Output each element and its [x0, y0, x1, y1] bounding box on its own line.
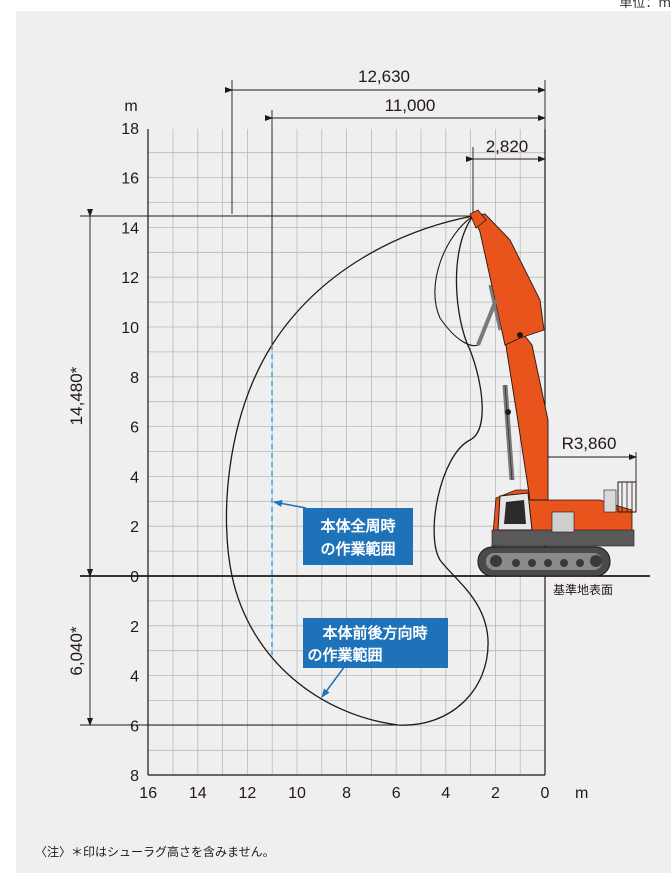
pivot-pin — [505, 409, 511, 415]
full-rotation-callout-arrow — [273, 500, 307, 509]
height-dimensions — [80, 209, 473, 726]
y-tick-label: 2 — [130, 519, 139, 536]
full-rotation-callout-box — [303, 508, 413, 565]
inner-arc — [434, 215, 479, 347]
y-tick-label: 18 — [121, 121, 139, 138]
x-tick-label: 10 — [288, 785, 306, 802]
diagram-panel — [16, 11, 671, 873]
y-tick-label: 2 — [130, 619, 139, 636]
excavator-illustration — [469, 209, 637, 577]
x-tick-label: 16 — [139, 785, 157, 802]
reach-dimensions — [225, 80, 546, 345]
y-tick-label: 4 — [130, 669, 139, 686]
front-rear-callout-box — [303, 618, 448, 668]
exhaust-stack — [603, 489, 617, 513]
unit-label: 単位：m — [619, 0, 671, 11]
front-offset-value: 2,820 — [486, 137, 529, 156]
x-tick-label: 0 — [541, 785, 550, 802]
max-depth-value: 6,040* — [67, 626, 86, 676]
upper-boom — [472, 213, 545, 346]
y-tick-label: 8 — [130, 370, 139, 387]
reach2-value: 11,000 — [385, 96, 436, 115]
undercarriage-frame — [491, 529, 635, 547]
attachment-tip — [469, 209, 487, 229]
working-range-envelope — [225, 215, 489, 726]
front-rear-callout: 本体前後方向時 の作業範囲 — [303, 618, 448, 668]
lower-boom — [504, 329, 549, 501]
full-rotation-callout-line2: の作業範囲 — [320, 540, 395, 558]
x-tick-label: 4 — [441, 785, 450, 802]
x-unit-label: m — [575, 785, 588, 802]
bucket-cylinder — [488, 284, 502, 331]
y-tick-label: 14 — [121, 220, 139, 237]
full-rotation-callout-line1: 本体全周時 — [320, 517, 395, 535]
y-tick-label: 4 — [130, 469, 139, 486]
front-rear-callout-line2: の作業範囲 — [307, 646, 382, 664]
track-rollers — [490, 555, 602, 567]
full-rotation-callout: 本体全周時 の作業範囲 — [303, 508, 413, 565]
y-tick-label: 0 — [130, 569, 139, 586]
x-tick-labels: 16 14 12 10 8 6 4 2 0 — [139, 785, 549, 802]
footnote: 〈注〉＊印はシューラグ高さを含みません。 — [35, 845, 275, 859]
y-tick-label: 12 — [121, 270, 139, 287]
y-tick-label: 10 — [121, 320, 139, 337]
y-tick-label: 8 — [130, 768, 139, 785]
arm-cylinder — [476, 299, 498, 346]
cab-window — [504, 500, 526, 524]
y-tick-label: 6 — [130, 420, 139, 437]
max-height-value: 14,480* — [67, 366, 86, 425]
max-reach-value: 12,630 — [358, 67, 410, 86]
y-tick-label: 6 — [130, 718, 139, 735]
tail-radius-value: R3,860 — [562, 434, 617, 453]
x-tick-label: 8 — [342, 785, 351, 802]
y-unit-label: m — [124, 98, 137, 115]
x-tick-label: 14 — [189, 785, 207, 802]
x-tick-label: 6 — [392, 785, 401, 802]
crawler-inner — [486, 553, 602, 570]
boom-joint-pin — [517, 332, 523, 338]
y-tick-labels: 18 16 14 12 10 8 6 4 2 0 2 4 6 8 — [121, 121, 139, 785]
ground-label: 基準地表面 — [553, 582, 613, 597]
y-tick-label: 16 — [121, 171, 139, 188]
x-tick-label: 12 — [239, 785, 257, 802]
front-rear-callout-line1: 本体前後方向時 — [322, 624, 427, 642]
front-rear-callout-arrow — [321, 665, 346, 698]
x-tick-label: 2 — [491, 785, 500, 802]
side-panel — [551, 511, 575, 533]
